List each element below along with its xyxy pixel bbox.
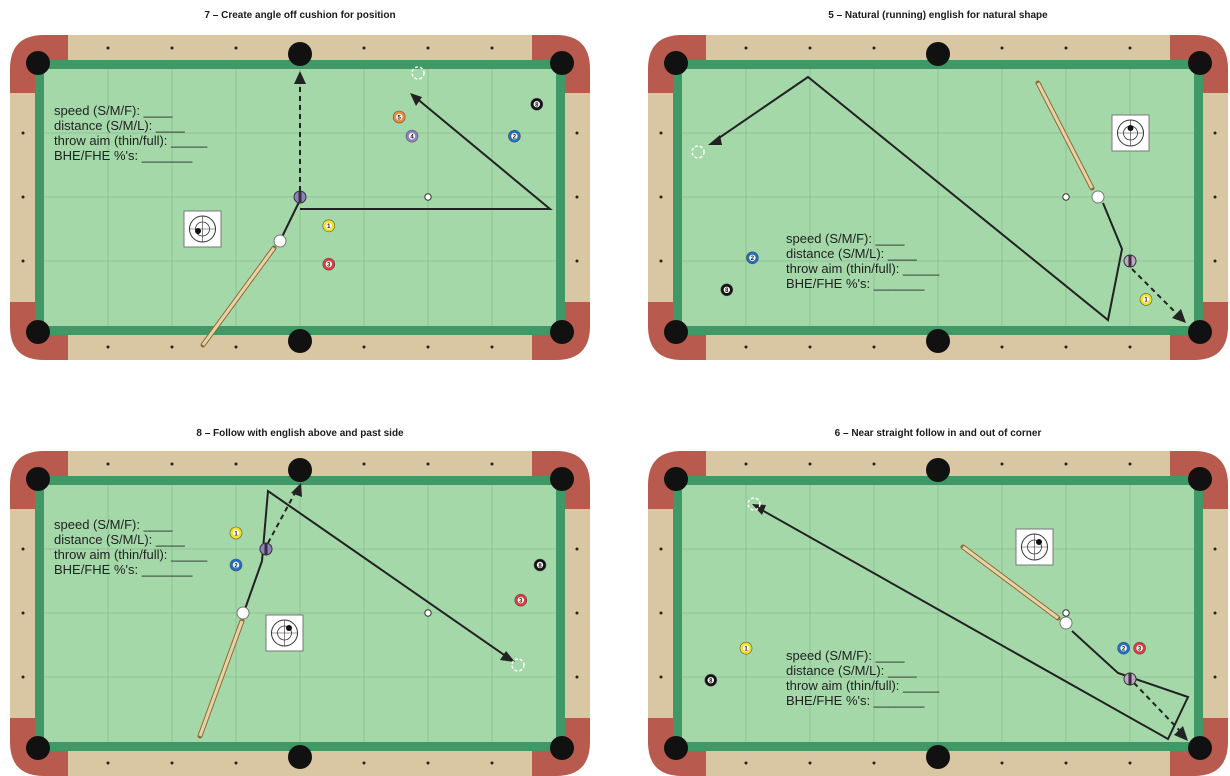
table-base bbox=[648, 35, 1228, 360]
ghost-ball bbox=[260, 543, 272, 555]
cue-ball bbox=[237, 607, 249, 619]
table-base bbox=[648, 451, 1228, 776]
pool-table-diagram-5: speed (S/M/F): ____ distance (S/M/L): __… bbox=[648, 35, 1228, 360]
ghost-ball bbox=[1124, 255, 1136, 267]
diagram-title-8: 8 – Follow with english above and past s… bbox=[10, 428, 590, 439]
bhe-fhe-label: BHE/FHE %'s: _______ bbox=[786, 276, 925, 291]
distance-label: distance (S/M/L): ____ bbox=[786, 246, 918, 261]
english-diagram bbox=[266, 615, 303, 651]
ball-3: 3 bbox=[1134, 642, 1146, 654]
ball-8: 8 bbox=[531, 98, 543, 110]
contact-point-marker bbox=[1063, 610, 1069, 616]
ball-3: 3 bbox=[515, 594, 527, 606]
ball-1: 1 bbox=[1140, 293, 1152, 305]
pool-table-diagram-6: speed (S/M/F): ____ distance (S/M/L): __… bbox=[648, 451, 1228, 776]
speed-label: speed (S/M/F): ____ bbox=[54, 103, 173, 118]
ball-1: 1 bbox=[323, 220, 335, 232]
pool-table-diagram-8: speed (S/M/F): ____ distance (S/M/L): __… bbox=[10, 451, 590, 776]
english-diagram bbox=[1016, 529, 1053, 565]
ball-5: 5 bbox=[393, 111, 405, 123]
bhe-fhe-label: BHE/FHE %'s: _______ bbox=[786, 693, 925, 708]
ball-8: 8 bbox=[721, 284, 733, 296]
ball-1: 1 bbox=[230, 527, 242, 539]
cue-ball bbox=[1060, 617, 1072, 629]
throw-aim-label: throw aim (thin/full): _____ bbox=[786, 261, 940, 276]
cue-ball bbox=[274, 235, 286, 247]
distance-label: distance (S/M/L): ____ bbox=[54, 532, 186, 547]
ball-2: 2 bbox=[508, 130, 520, 142]
table-base bbox=[10, 451, 590, 776]
bhe-fhe-label: BHE/FHE %'s: _______ bbox=[54, 562, 193, 577]
contact-point-marker bbox=[1063, 194, 1069, 200]
ball-3: 3 bbox=[323, 258, 335, 270]
cue-ball bbox=[1092, 191, 1104, 203]
speed-label: speed (S/M/F): ____ bbox=[54, 517, 173, 532]
pool-table-diagram-7: speed (S/M/F): ____ distance (S/M/L): __… bbox=[10, 35, 590, 360]
ball-8: 8 bbox=[705, 674, 717, 686]
ghost-ball bbox=[1124, 673, 1136, 685]
speed-label: speed (S/M/F): ____ bbox=[786, 648, 905, 663]
contact-point-marker bbox=[425, 194, 431, 200]
throw-aim-label: throw aim (thin/full): _____ bbox=[786, 678, 940, 693]
diagram-title-5: 5 – Natural (running) english for natura… bbox=[648, 10, 1228, 21]
throw-aim-label: throw aim (thin/full): _____ bbox=[54, 547, 208, 562]
diagram-title-6: 6 – Near straight follow in and out of c… bbox=[648, 428, 1228, 439]
speed-label: speed (S/M/F): ____ bbox=[786, 231, 905, 246]
ball-2: 2 bbox=[230, 559, 242, 571]
distance-label: distance (S/M/L): ____ bbox=[54, 118, 186, 133]
ball-4: 4 bbox=[406, 130, 418, 142]
english-diagram bbox=[184, 211, 221, 247]
ball-2: 2 bbox=[1118, 642, 1130, 654]
distance-label: distance (S/M/L): ____ bbox=[786, 663, 918, 678]
ghost-ball bbox=[294, 191, 306, 203]
diagram-title-7: 7 – Create angle off cushion for positio… bbox=[10, 10, 590, 21]
bhe-fhe-label: BHE/FHE %'s: _______ bbox=[54, 148, 193, 163]
ball-8: 8 bbox=[534, 559, 546, 571]
ball-2: 2 bbox=[746, 252, 758, 264]
english-diagram bbox=[1112, 115, 1149, 151]
ball-1: 1 bbox=[740, 642, 752, 654]
throw-aim-label: throw aim (thin/full): _____ bbox=[54, 133, 208, 148]
contact-point-marker bbox=[425, 610, 431, 616]
